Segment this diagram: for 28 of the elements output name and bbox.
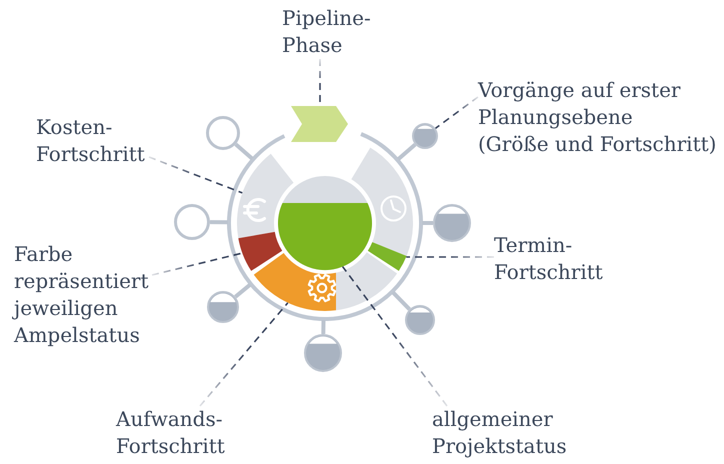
callout-label: Termin- Fortschritt <box>494 232 607 286</box>
wheel-segment <box>238 232 282 271</box>
progress-circle <box>174 204 228 240</box>
leader-line <box>342 266 448 406</box>
callout-label: Aufwands- Fortschritt <box>116 406 229 460</box>
progress-circle <box>422 204 471 242</box>
wheel-segment <box>237 154 294 238</box>
progress-circle <box>206 116 254 160</box>
leader-line <box>148 156 243 194</box>
wheel-segment <box>351 148 413 256</box>
phase-chevron <box>291 106 348 142</box>
callout-label: Pipeline- Phase <box>282 5 374 59</box>
wheel-segment <box>254 253 336 311</box>
callout-label: Vorgänge auf erster Planungsebene (Größe und Fortschritt) <box>478 77 719 158</box>
status-circle <box>278 176 372 270</box>
progress-circle <box>396 123 438 161</box>
callout-label: Kosten- Fortschritt <box>36 114 149 168</box>
progress-circle <box>207 283 252 323</box>
progress-circle <box>391 290 435 335</box>
leader-line <box>435 96 478 129</box>
wheel-segment <box>368 242 407 271</box>
callout-label: allgemeiner Projektstatus <box>432 406 570 460</box>
leader-line <box>406 256 494 258</box>
leader-line <box>152 252 242 276</box>
callout-label: Farbe repräsentiert jeweiligen Ampelstatus <box>14 241 152 349</box>
wheel-segment <box>336 252 398 310</box>
progress-circle <box>304 320 342 372</box>
leader-line <box>199 302 288 407</box>
